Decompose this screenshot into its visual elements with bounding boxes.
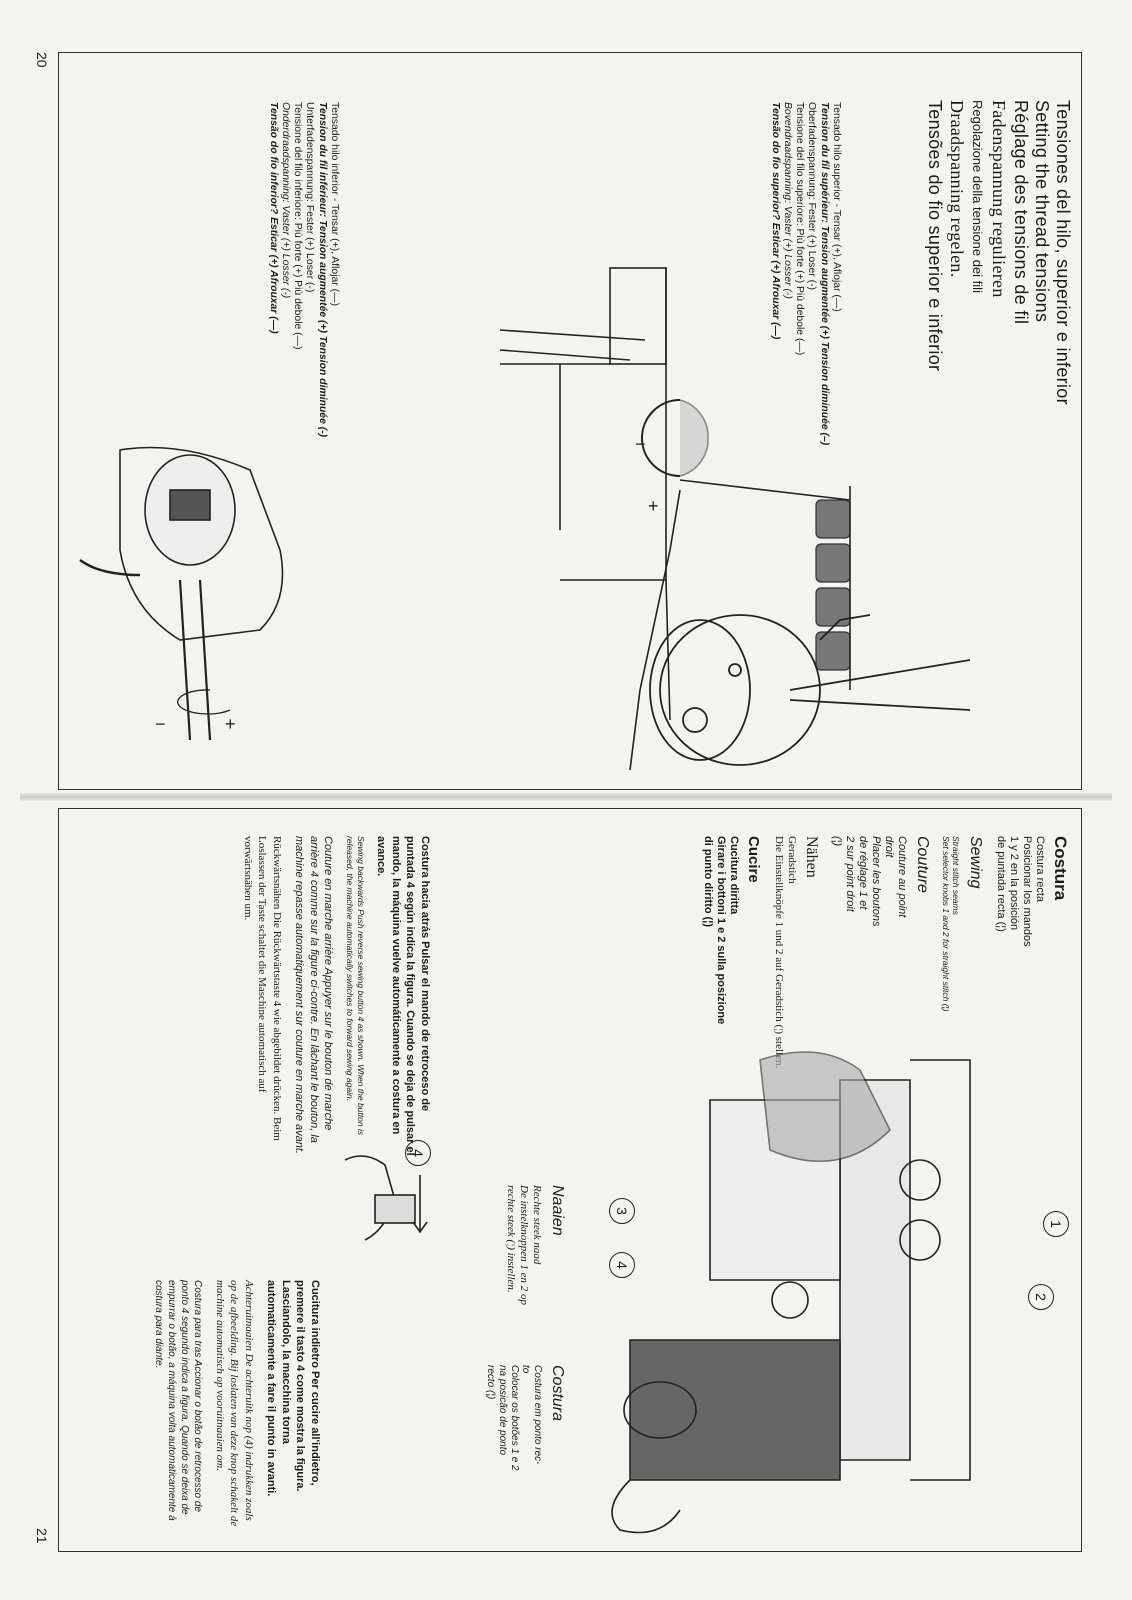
- back-nl: Achteruitnaaien De achteruitk nop (4) in…: [213, 1280, 255, 1527]
- page-number-left: 20: [34, 52, 50, 68]
- lower-fr: Tension du fil inférieur: Tension augmen…: [316, 102, 328, 438]
- title-pt: Tensões do fio superior e inferior: [925, 100, 946, 372]
- naaien-1: Rechte steek naad: [531, 1185, 544, 1265]
- back-it: Cucitura indietro Per cucire all'indietr…: [265, 1280, 321, 1497]
- couture-2: droit: [883, 836, 896, 858]
- bobbin-case-illustration: [649, 614, 971, 766]
- callout-3: 3: [609, 1198, 635, 1224]
- title-es: Tensiones del hilo, superior e inferior: [1053, 100, 1073, 405]
- minus-sign: −: [635, 434, 646, 454]
- screw-plus: +: [225, 714, 236, 734]
- back-en: Sewing backwards Push reverse sewing but…: [344, 836, 366, 1136]
- upper-tension-illustration: − +: [499, 267, 851, 771]
- reverse-button-illustration: [344, 1155, 428, 1241]
- costura-pt-heading: Costura: [549, 1365, 566, 1422]
- title-de: Fadenspannung regulieren: [989, 100, 1010, 298]
- naaien-3: rechte steek (¦) instellen.: [505, 1185, 518, 1293]
- callout-4: 4: [609, 1252, 635, 1278]
- cucire-1: Cucitura diritta: [727, 836, 740, 915]
- costura-recta-1: Costura recta: [1033, 836, 1046, 903]
- callout-1: 1: [1043, 1211, 1069, 1237]
- sewing-text-2: Set selector knobs 1 and 2 for straight …: [941, 836, 952, 1012]
- naaien-heading: Naaien: [549, 1185, 566, 1236]
- naaien-block: Naaien Rechte steek naad De instelknoppe…: [504, 1185, 566, 1305]
- cucire-heading: Cucire: [744, 836, 762, 883]
- lower-de: Unterfadenspannung: Fester (+) Loser (-): [304, 102, 316, 293]
- couture-heading: Couture: [914, 836, 932, 893]
- back-fr: Couture en marche arrière Appuyer sur le…: [293, 836, 335, 1154]
- costura-pt-2: to: [520, 1365, 532, 1374]
- couture-4: de réglage 1 et: [857, 836, 870, 910]
- screw-minus: −: [155, 714, 166, 734]
- costura-pt-1: Costura em ponto rec-: [532, 1365, 544, 1465]
- costura-recta-3: 1 y 2 en la posición: [1008, 836, 1021, 931]
- cucire-2: Girare i bottoni 1 e 2 sulla posizione: [715, 836, 728, 1025]
- couture-3: Placer les boutons: [870, 836, 883, 927]
- lower-es: Tensado hilo inferior - Tensar (+), Aflo…: [329, 102, 340, 306]
- title-en: Setting the thread tensions: [1031, 100, 1052, 323]
- backward-left-column: Costura hacia atrás Pulsar el mando de r…: [232, 836, 432, 1156]
- costura-pt-5: recto (¦): [484, 1365, 496, 1400]
- lower-nl: Onderdraadspanning: Vaster (+) Losser (-…: [279, 102, 291, 299]
- cucire-3: di punto diritto (¦): [702, 836, 715, 928]
- screwdriver-hand-illustration: + −: [79, 446, 284, 741]
- sewing-text-1: Straight stitch seams: [951, 836, 962, 915]
- sewing-machine-illustration: [611, 1051, 971, 1534]
- couture-6: (¦): [831, 836, 844, 847]
- nahen-heading: Nähen: [803, 836, 821, 878]
- title-it: Regolazione della tensione dei fili: [970, 100, 986, 293]
- callout-2: 2: [1028, 1284, 1054, 1310]
- couture-1: Couture au point: [896, 836, 909, 918]
- gutter-shadow: [20, 793, 1112, 801]
- costura-pt-block: Costura Costura em ponto rec- to Colocar…: [484, 1365, 566, 1471]
- back-de: Rückwärtsnähen Die Rückwärtstaste 4 wie …: [241, 836, 283, 1141]
- costura-recta-2: Posicionar los mandos: [1020, 836, 1033, 947]
- lower-tension-block: Tensado hilo inferior - Tensar (+), Aflo…: [266, 102, 340, 437]
- nahen-1: Geradstich: [785, 836, 798, 884]
- plus-sign: +: [648, 496, 659, 516]
- lower-it: Tensione del filo inferiore: Più forte (…: [292, 102, 304, 350]
- title-nl: Draadspanning regelen.: [946, 100, 967, 278]
- backward-right-column: Cucitura indietro Per cucire all'indietr…: [144, 1280, 322, 1530]
- title-fr: Réglage des tensions de fil: [1010, 100, 1031, 325]
- costura-heading: Costura: [1051, 836, 1070, 901]
- page-number-right: 21: [34, 1528, 50, 1544]
- couture-5: 2 sur point droit: [844, 836, 857, 912]
- naaien-2: De instelknoppen 1 en 2 op: [518, 1185, 531, 1306]
- lower-pt: Tensão do fio inferior? Esticar (+) Afro…: [267, 102, 279, 334]
- back-es: Costura hacia atrás Pulsar el mando de r…: [375, 836, 431, 1156]
- costura-pt-3: Colocar os botões 1 e 2: [508, 1365, 520, 1471]
- sewing-heading: Sewing: [967, 836, 985, 889]
- costura-block: Costura Costura recta Posicionar los man…: [701, 836, 1070, 1068]
- left-titles: Tensiones del hilo, superior e inferior …: [924, 100, 1074, 405]
- nahen-2: Die Einstellknöpfe 1 und 2 auf Geradstic…: [772, 836, 785, 1069]
- costura-recta-4: de puntada recta (¦): [995, 836, 1008, 932]
- right-page-frame: [58, 808, 1082, 1552]
- left-page-frame: [58, 52, 1082, 790]
- costura-pt-4: na posicão de ponto: [496, 1365, 508, 1456]
- back-pt: Costura para tras Accionar o botão de re…: [152, 1280, 204, 1521]
